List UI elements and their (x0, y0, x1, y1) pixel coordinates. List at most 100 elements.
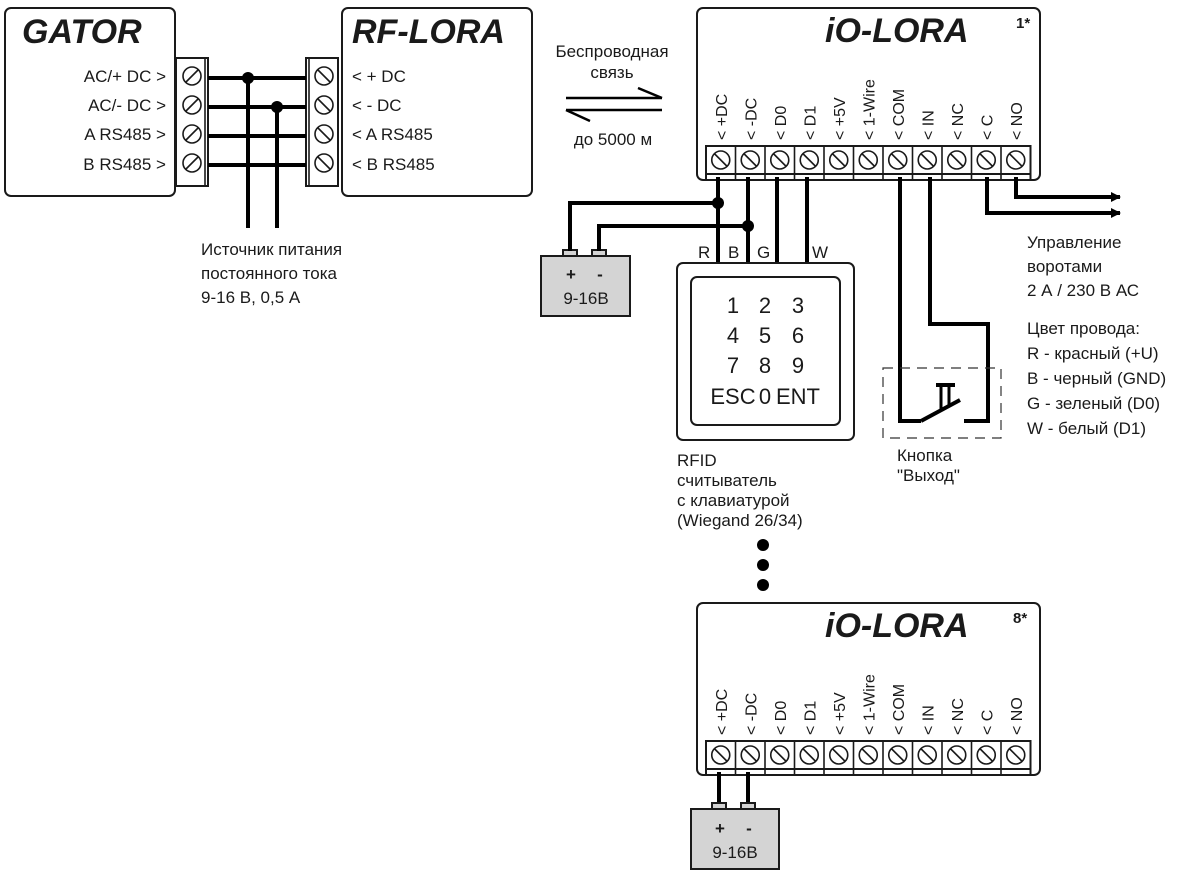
io-lora-module-1: iO-LORA 1* < +DC< -DC< D0< D1< +5V< 1-Wi… (696, 7, 1041, 181)
screw-icon (917, 150, 938, 170)
gator-terminal-label: AC/+ DC > (84, 67, 166, 86)
io-lora-terminal-label: < 1-Wire (861, 674, 878, 735)
io-lora-index: 1* (1016, 15, 1030, 32)
reader-wires: R B G W (568, 177, 828, 262)
io-lora-title: iO-LORA (825, 12, 969, 50)
screw-icon (710, 150, 731, 170)
screw-icon (887, 150, 908, 170)
screw-icon (799, 745, 820, 765)
io-lora-terminal-label: < D1 (802, 106, 819, 140)
wireless-label: связь (590, 63, 633, 82)
screw-icon (314, 95, 334, 115)
screw-icon (182, 66, 202, 86)
psu-voltage: 9-16В (712, 843, 757, 862)
io-lora-terminal-label: < NC (950, 103, 967, 140)
io-lora-terminal-label: < IN (920, 110, 937, 140)
io-lora-terminal-label: < +DC (714, 94, 731, 140)
power-supply-8: + - 9-16В (690, 802, 780, 870)
screw-icon (314, 66, 334, 86)
screw-icon (858, 745, 879, 765)
power-supply-8-wires (717, 772, 750, 805)
svg-text:RFID: RFID (677, 451, 717, 470)
rf-lora-title: RF-LORA (352, 13, 505, 51)
wire-color-legend: Цвет провода: R - красный (+U) B - черны… (1027, 319, 1166, 438)
io-lora-terminal-label: < D0 (773, 701, 790, 735)
junction-dot (742, 220, 754, 232)
screw-icon (828, 745, 849, 765)
io-lora-terminal-label: < D0 (773, 106, 790, 140)
io-lora-terminal-label: < +5V (832, 692, 849, 735)
gator-module: GATOR AC/+ DC > AC/- DC > A RS485 > B RS… (4, 7, 209, 197)
gator-title: GATOR (22, 13, 142, 51)
screw-icon (314, 153, 334, 173)
svg-text:считыватель: считыватель (677, 471, 777, 490)
io-lora-terminal-label: < 1-Wire (861, 79, 878, 140)
rf-lora-module: RF-LORA < + DC < - DC < A RS485 < B RS48… (305, 7, 533, 197)
svg-text:постоянного тока: постоянного тока (201, 264, 338, 283)
keypad-key: 7 (727, 353, 739, 378)
ellipsis-dots (757, 539, 769, 591)
screw-icon (976, 150, 997, 170)
screw-icon (858, 150, 879, 170)
screw-icon (1005, 150, 1026, 170)
svg-text:Управление: Управление (1027, 233, 1122, 252)
keypad-key: 6 (792, 323, 804, 348)
exit-button-circuit: Кнопка "Выход" (882, 177, 1002, 485)
io-lora-terminal-label: < COM (891, 89, 908, 140)
svg-text:W - белый (D1): W - белый (D1) (1027, 419, 1146, 438)
svg-text:(Wiegand 26/34): (Wiegand 26/34) (677, 511, 803, 530)
power-supply-note: Источник питания постоянного тока 9-16 В… (201, 240, 342, 307)
wireless-label: Беспроводная (555, 42, 668, 61)
gator-terminal-label: B RS485 > (83, 155, 166, 174)
svg-text:-: - (746, 819, 752, 838)
psu-voltage: 9-16В (563, 289, 608, 308)
io-lora-terminal-label: < -DC (743, 693, 760, 735)
io-lora-index: 8* (1013, 610, 1027, 627)
screw-icon (182, 153, 202, 173)
svg-text:G: G (757, 243, 770, 262)
io-lora-terminal-label: < NC (950, 698, 967, 735)
svg-text:B - черный (GND): B - черный (GND) (1027, 369, 1166, 388)
svg-text:W: W (812, 243, 828, 262)
io-lora-terminal-label: < IN (920, 705, 937, 735)
keypad-key: 5 (759, 323, 771, 348)
io-lora-terminal-label: < C (979, 710, 996, 735)
svg-text:"Выход": "Выход" (897, 466, 960, 485)
bidirectional-arrow-icon (565, 86, 663, 123)
screw-icon (182, 124, 202, 144)
screw-icon (710, 745, 731, 765)
gator-screw-terminals (182, 66, 202, 173)
screw-icon (946, 745, 967, 765)
screw-icon (740, 745, 761, 765)
rs485-power-wires (208, 72, 306, 228)
keypad-key: 4 (727, 323, 739, 348)
keypad-key: 2 (759, 293, 771, 318)
screw-icon (917, 745, 938, 765)
rf-lora-terminal-label: < - DC (352, 96, 402, 115)
gator-terminal-label: A RS485 > (84, 125, 166, 144)
gate-control-output: Управление воротами 2 А / 230 В АС (985, 177, 1139, 300)
screw-icon (314, 124, 334, 144)
junction-dot (712, 197, 724, 209)
svg-text:2 А / 230 В АС: 2 А / 230 В АС (1027, 281, 1139, 300)
keypad-key: ENT (776, 384, 820, 409)
screw-icon (946, 150, 967, 170)
svg-text:+: + (715, 819, 725, 838)
keypad-key: 8 (759, 353, 771, 378)
svg-text:R - красный (+U): R - красный (+U) (1027, 344, 1159, 363)
screw-icon (1005, 745, 1026, 765)
rf-lora-terminal-label: < + DC (352, 67, 406, 86)
svg-text:B: B (728, 243, 739, 262)
svg-text:Цвет провода:: Цвет провода: (1027, 319, 1140, 338)
junction-dot (271, 101, 283, 113)
svg-text:Кнопка: Кнопка (897, 446, 953, 465)
io-lora-terminal-label: < +DC (714, 689, 731, 735)
svg-text:воротами: воротами (1027, 257, 1102, 276)
svg-text:с клавиатурой: с клавиатурой (677, 491, 790, 510)
svg-text:+: + (566, 265, 576, 284)
io-lora-title: iO-LORA (825, 607, 969, 645)
screw-icon (799, 150, 820, 170)
io-lora-terminal-label: < +5V (832, 97, 849, 140)
screw-icon (976, 745, 997, 765)
